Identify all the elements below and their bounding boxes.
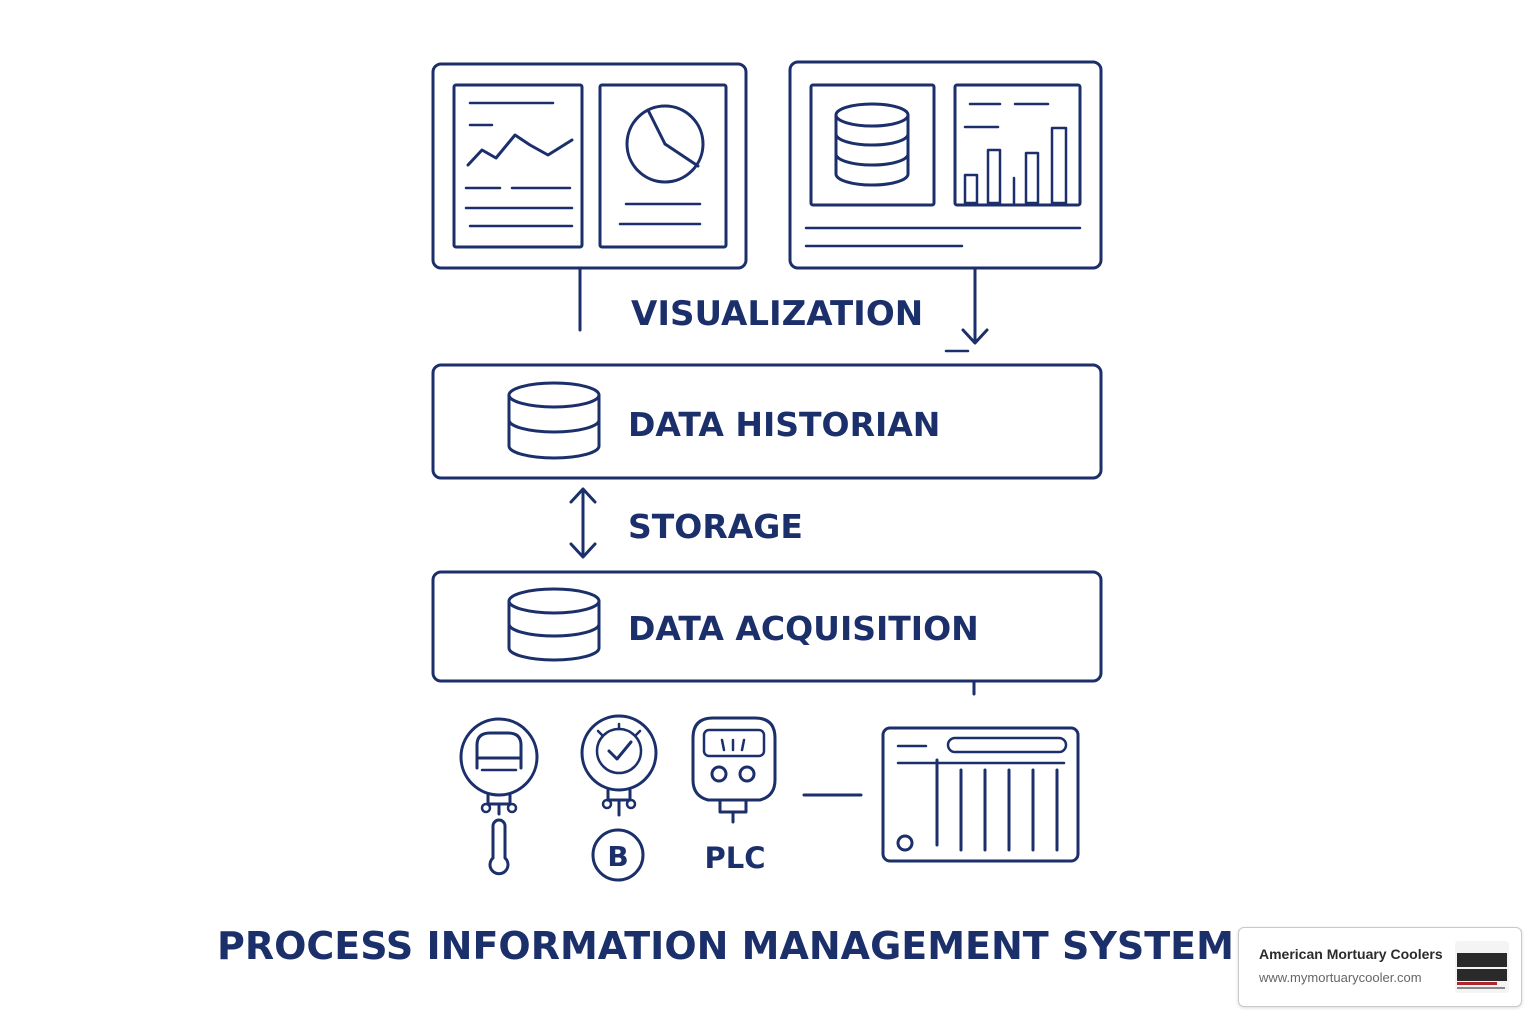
data-acquisition-label: DATA ACQUISITION: [628, 609, 979, 648]
data-historian-layer: DATA HISTORIAN: [431, 363, 1103, 480]
line-chart-icon: [466, 133, 574, 167]
company-logo-icon: [1455, 941, 1509, 993]
temperature-sensor-icon: [459, 717, 539, 876]
down-arrow-icon: [961, 266, 989, 345]
right-dashboard-monitor: [788, 60, 1103, 353]
database-panel: [809, 83, 936, 207]
data-historian-label: DATA HISTORIAN: [628, 405, 940, 444]
bidirectional-arrow-icon: [569, 487, 597, 559]
watermark-name: American Mortuary Coolers: [1259, 946, 1443, 962]
line-chart-panel: [452, 83, 584, 249]
b-badge: [591, 828, 645, 882]
pie-chart-panel: [598, 83, 728, 249]
pie-chart-icon: [625, 104, 705, 184]
bar-chart-icon: [963, 126, 1068, 205]
thermometer-icon: [488, 818, 510, 876]
server-rack-icon: [881, 726, 1080, 863]
check-icon: [607, 740, 633, 761]
plc-label: PLC: [704, 841, 765, 875]
pressure-gauge-icon: B: [580, 714, 658, 882]
visualization-label: VISUALIZATION: [631, 294, 923, 334]
database-icon: [507, 587, 601, 662]
storage-label: STORAGE: [628, 507, 803, 546]
watermark-url: www.mymortuarycooler.com: [1259, 970, 1422, 985]
database-icon: [834, 102, 910, 187]
database-icon: [507, 381, 601, 460]
diagram-title: PROCESS INFORMATION MANAGEMENT SYSTEM (P: [217, 924, 1292, 968]
b-badge-label: B: [607, 840, 628, 873]
bar-chart-panel: [953, 83, 1082, 207]
plc-icon: PLC: [691, 716, 777, 875]
data-acquisition-layer: DATA ACQUISITION: [431, 570, 1103, 696]
left-dashboard-monitor: [431, 62, 748, 332]
watermark-badge[interactable]: American Mortuary Coolers www.mymortuary…: [1238, 927, 1522, 1007]
